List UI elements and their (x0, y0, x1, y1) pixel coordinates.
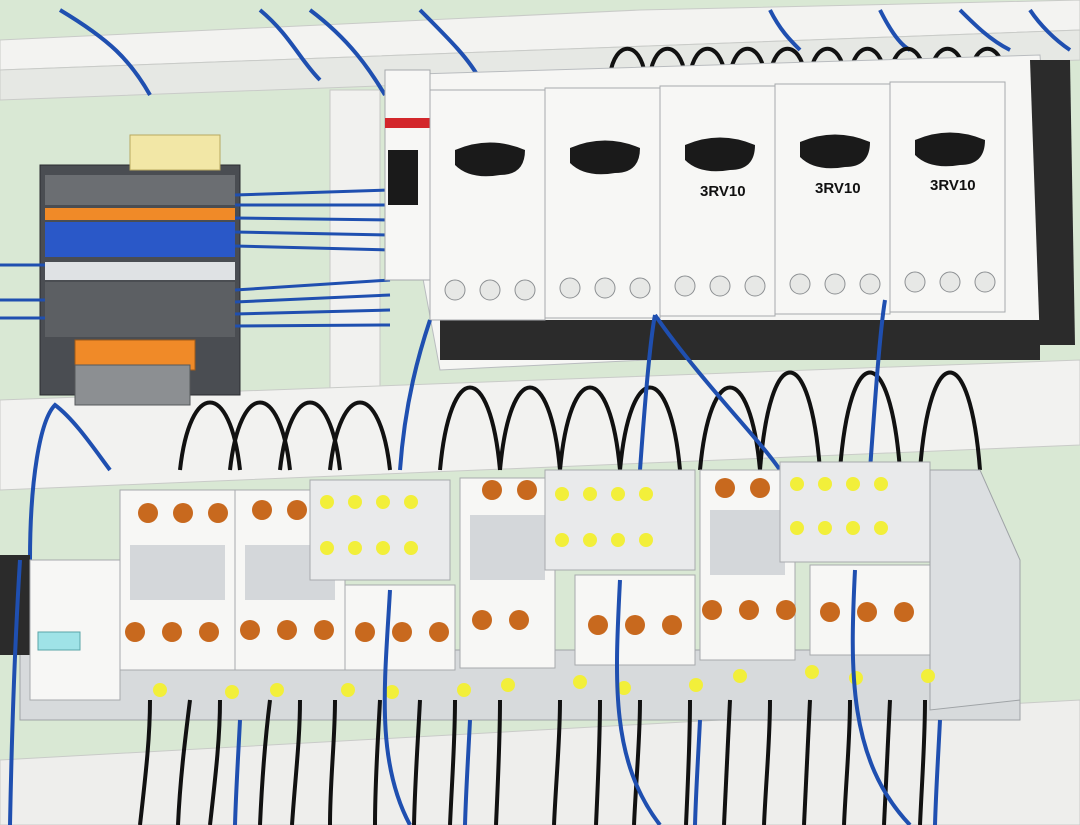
middle-cable-duct (0, 359, 1080, 491)
contactor (459, 477, 556, 669)
left-cable-duct (329, 89, 381, 391)
bottom-black-wires (138, 699, 927, 825)
auxiliary-contact-block (544, 469, 696, 666)
auxiliary-contact-block (309, 479, 456, 671)
contactor (699, 469, 796, 661)
red-label-breaker (384, 69, 431, 281)
contactors (119, 461, 1021, 711)
motor-breakers: 3RV10 3RV10 3RV10 (429, 81, 1006, 321)
auxiliary-contact-block (779, 461, 931, 656)
left-control-device (0, 555, 121, 701)
middle-black-wires (178, 370, 982, 471)
breaker-model-label: 3RV10 (700, 183, 746, 200)
terminal-block-assembly (39, 134, 241, 406)
bottom-blue-wires (8, 559, 942, 825)
motor-breaker (544, 87, 661, 319)
middle-blue-wires (28, 299, 887, 561)
contactor (119, 489, 236, 671)
terminal-block-rows (45, 175, 235, 337)
motor-breaker (429, 89, 546, 321)
lower-yellow-terminals (153, 665, 935, 699)
top-cable-duct (0, 0, 1080, 71)
terminal-block-wires (0, 188, 391, 328)
motor-breaker: 3RV10 (774, 83, 891, 315)
breaker-model-label: 3RV10 (815, 180, 861, 197)
breaker-model-label: 3RV10 (930, 177, 976, 194)
motor-breaker: 3RV10 (889, 81, 1006, 313)
motor-breaker: 3RV10 (659, 85, 776, 317)
